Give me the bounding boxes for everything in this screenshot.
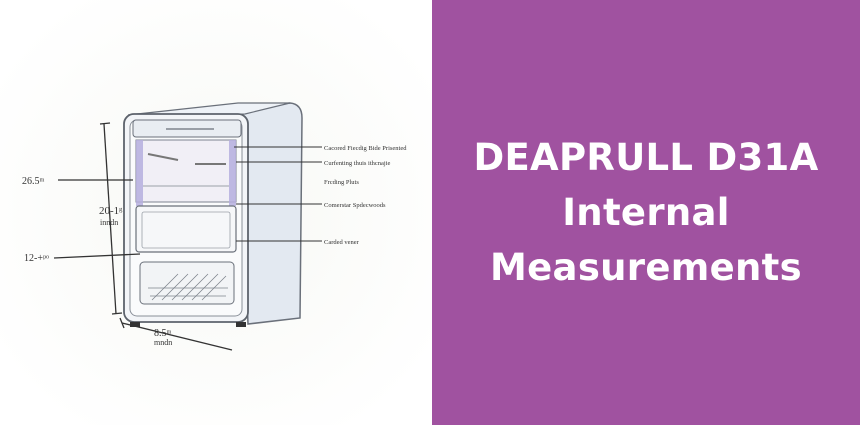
dim-side-lower: 12-+ᵖᵒ	[24, 253, 49, 264]
callout-label: Cacored Fiecdig Bide Prisented	[324, 145, 407, 152]
appliance-diagram: 26.5ᵐ 20-1ᵍ inndn 12-+ᵖᵒ 8.5ᵐ mndn Cacor…	[0, 0, 432, 425]
callout-lines	[234, 146, 322, 242]
dim-width-unit: mndn	[154, 338, 172, 347]
title-line-1: DEAPRULL D31A	[473, 136, 819, 179]
callout-label: Carded vener	[324, 239, 360, 246]
title-line-3: Measurements	[490, 246, 802, 289]
title-panel: DEAPRULL D31A Internal Measurements	[432, 0, 860, 425]
dim-height-unit: inndn	[100, 218, 118, 227]
diagram-panel: 26.5ᵐ 20-1ᵍ inndn 12-+ᵖᵒ 8.5ᵐ mndn Cacor…	[0, 0, 432, 425]
dim-width: 8.5ᵐ	[154, 328, 172, 339]
dimension-lines	[53, 122, 233, 351]
title-line-2: Internal	[562, 191, 730, 234]
page-title: DEAPRULL D31A Internal Measurements	[473, 130, 818, 295]
dim-side-upper: 26.5ᵐ	[22, 176, 45, 187]
callout-label: Frcding Pluts	[324, 179, 359, 186]
callout-label: Curfenting thuis ithcnajie	[324, 160, 391, 167]
callout-label: Comerstar Spdecwoods	[324, 202, 386, 209]
cabinet	[123, 102, 303, 327]
dim-height: 20-1ᵍ	[99, 205, 123, 217]
